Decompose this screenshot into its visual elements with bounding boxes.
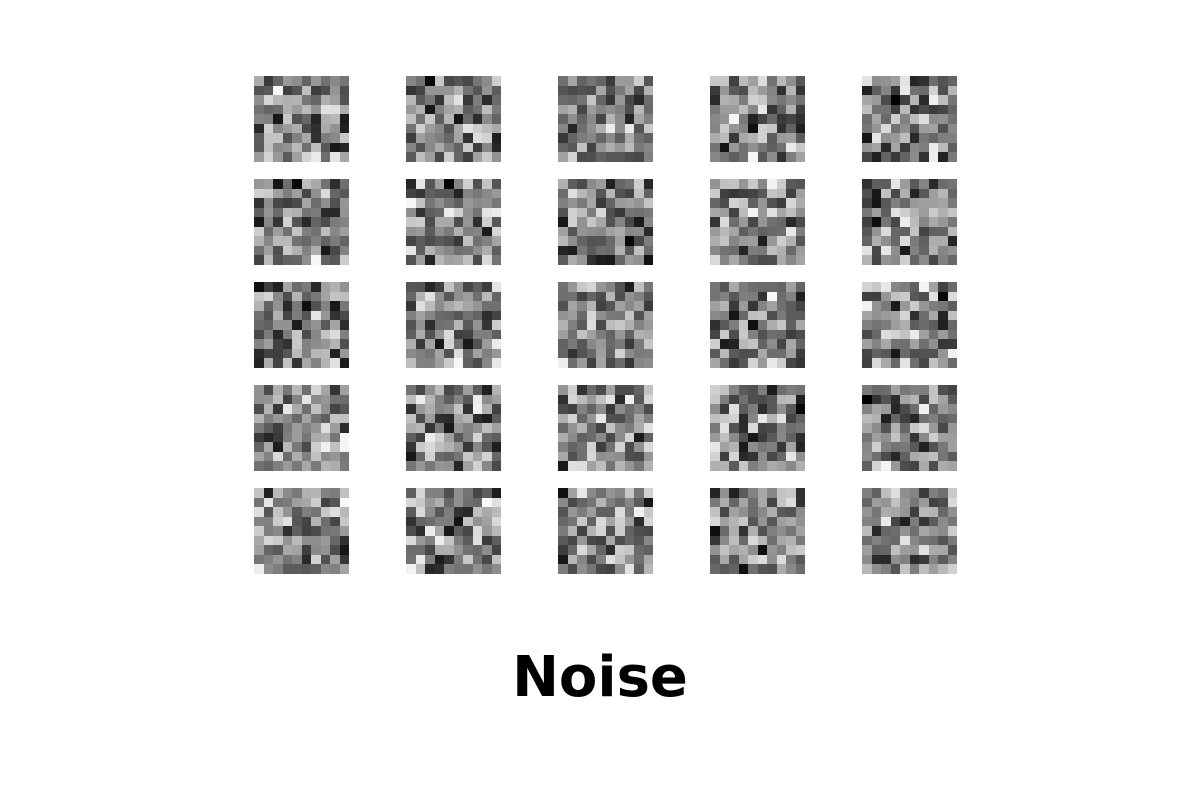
noise-tile xyxy=(710,488,805,574)
noise-tile xyxy=(558,282,653,368)
noise-tile xyxy=(406,488,501,574)
noise-tile xyxy=(862,282,957,368)
noise-tile xyxy=(254,76,349,162)
noise-tile xyxy=(254,179,349,265)
noise-tile xyxy=(862,76,957,162)
noise-tile xyxy=(710,385,805,471)
noise-tile xyxy=(862,488,957,574)
noise-tile xyxy=(710,179,805,265)
noise-tile xyxy=(710,76,805,162)
caption-title: Noise xyxy=(512,645,688,710)
noise-tile xyxy=(862,179,957,265)
noise-tile xyxy=(254,488,349,574)
noise-image-grid xyxy=(254,76,957,574)
noise-tile xyxy=(558,488,653,574)
noise-tile xyxy=(862,385,957,471)
noise-tile xyxy=(254,282,349,368)
noise-tile xyxy=(710,282,805,368)
noise-tile xyxy=(406,282,501,368)
noise-tile xyxy=(558,179,653,265)
noise-tile xyxy=(558,385,653,471)
noise-tile xyxy=(406,76,501,162)
noise-tile xyxy=(406,385,501,471)
noise-tile xyxy=(406,179,501,265)
noise-tile xyxy=(558,76,653,162)
noise-tile xyxy=(254,385,349,471)
